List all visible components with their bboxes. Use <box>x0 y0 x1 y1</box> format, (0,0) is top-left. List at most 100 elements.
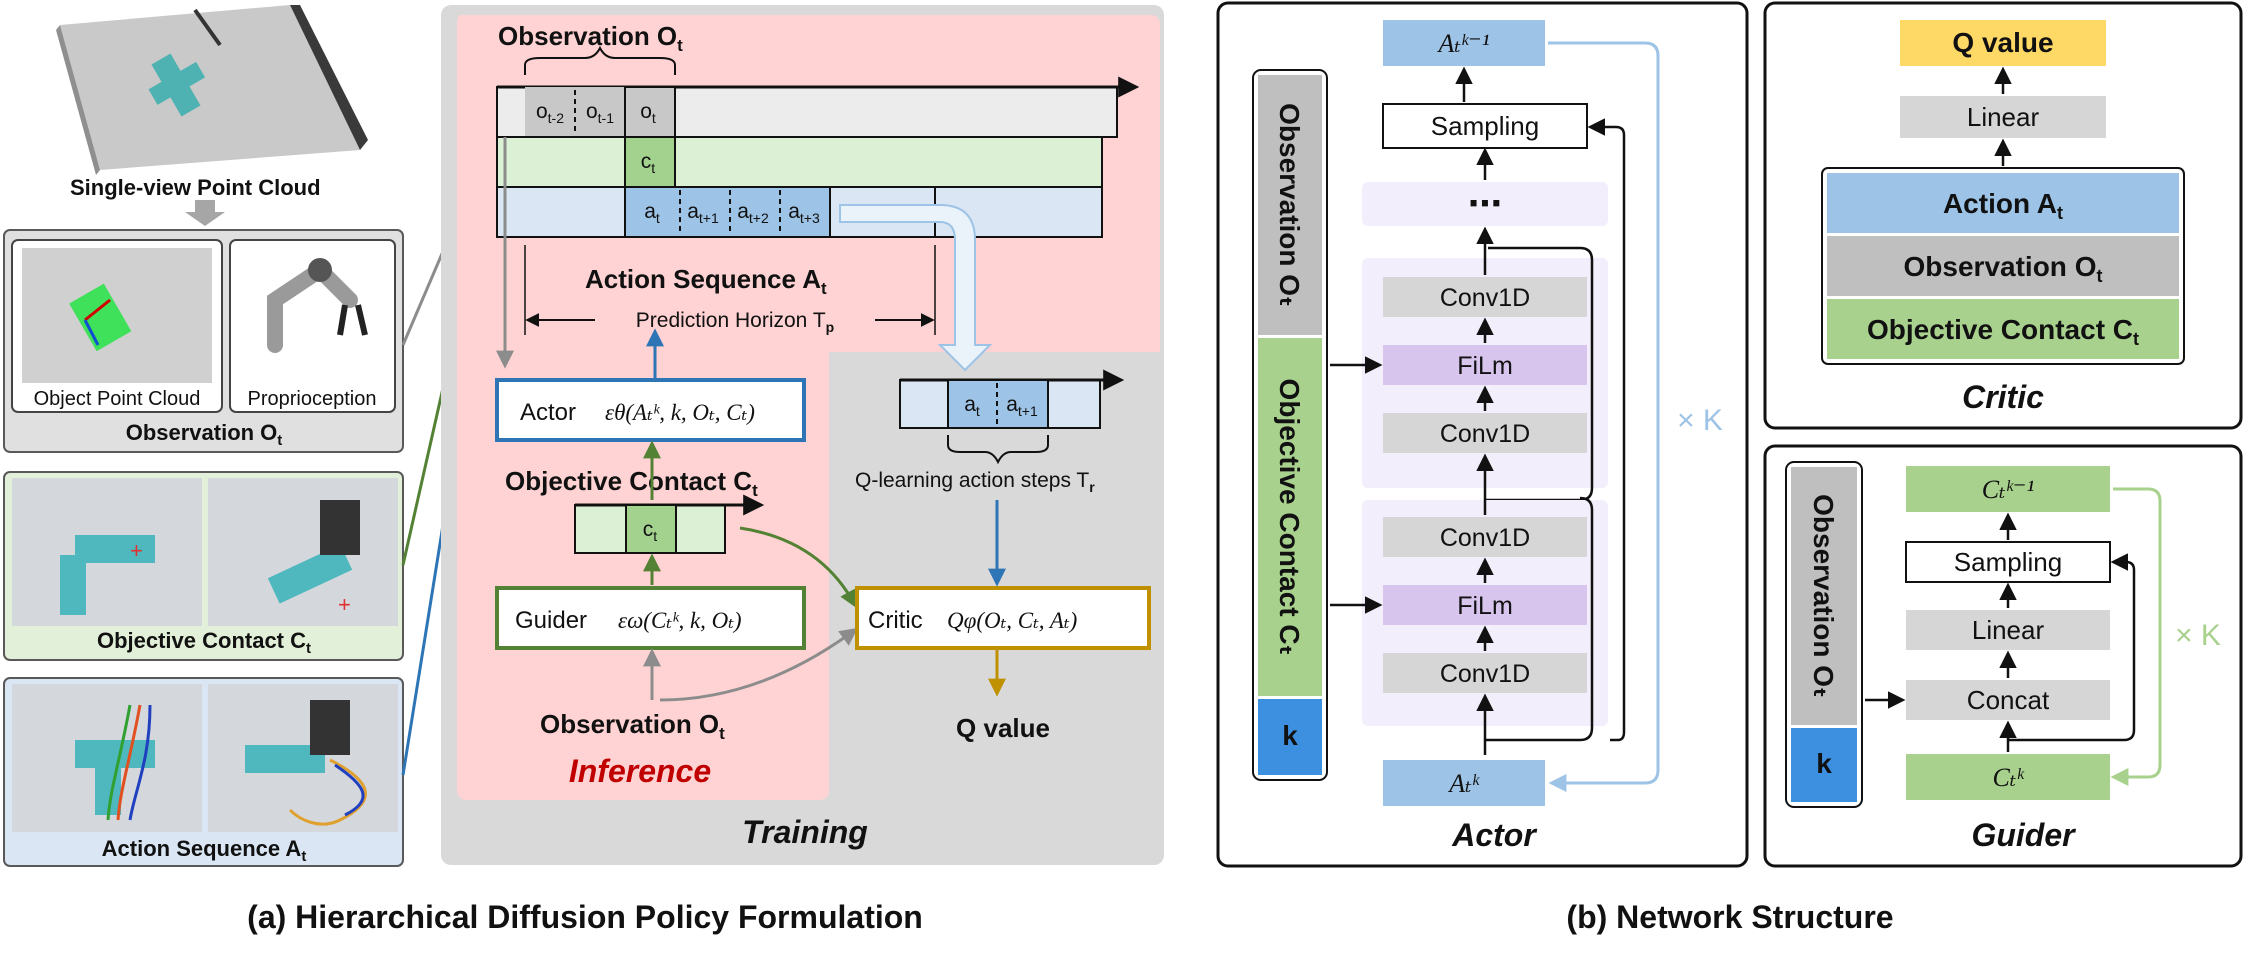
critic-title: Critic <box>1962 379 2044 415</box>
actor-block-label: FiLm <box>1457 352 1513 380</box>
caption-b: (b) Network Structure <box>1566 899 1893 935</box>
guider-output-label: Cₜᵏ⁻¹ <box>1982 475 2035 504</box>
contact-cell <box>624 136 676 188</box>
critic-observation-block <box>1827 236 2179 296</box>
observation-brace <box>524 45 676 75</box>
actor-loop-label: × K <box>1677 404 1723 437</box>
actor-title: Actor <box>1451 817 1537 853</box>
svg-text:+: + <box>130 538 143 563</box>
guider-linear-block <box>1906 610 2110 650</box>
caption-a: (a) Hierarchical Diffusion Policy Formul… <box>247 899 923 935</box>
actor-output-block <box>1383 20 1545 66</box>
observation-caption: Observation Ot <box>126 420 283 449</box>
guider-side-observation: Observation Oₜ <box>1808 494 1839 698</box>
actor-block <box>1383 413 1587 453</box>
critic-contact-label: Objective Contact Ct <box>1867 314 2139 349</box>
actor-block-label: Conv1D <box>1440 284 1530 312</box>
contact-to-critic-arrow <box>739 526 857 609</box>
contact-cell-small-label: ct <box>643 518 658 544</box>
guider-loop-label: × K <box>2175 619 2221 652</box>
actor-box <box>495 378 806 442</box>
actor-label: Actor <box>520 399 576 426</box>
actor-sampling-label: Sampling <box>1431 111 1539 141</box>
guider-observation-bar <box>1791 467 1857 725</box>
critic-contact-block <box>1827 299 2179 359</box>
obs-cell-label: ot-1 <box>586 100 614 126</box>
obs-cell-label: ot <box>640 100 656 126</box>
observation-header: Observation Ot <box>498 21 683 55</box>
actor-observation-bar <box>1258 75 1322 335</box>
actor-block <box>1383 653 1587 693</box>
critic-linear-label: Linear <box>1967 102 2040 132</box>
critic-label: Critic <box>868 607 923 634</box>
object-point-cloud-label: Object Point Cloud <box>34 388 201 410</box>
action-cell-label: at <box>644 200 660 226</box>
point-cloud-caption: Single-view Point Cloud <box>70 175 321 200</box>
actor-film-block <box>1383 585 1587 625</box>
guider-label: Guider <box>515 607 587 634</box>
contact-row <box>496 136 1103 188</box>
critic-observation-label: Observation Ot <box>1904 251 2103 286</box>
critic-formula: Qφ(Oₜ, Cₜ, Aₜ) <box>947 608 1077 633</box>
actor-block-label: Conv1D <box>1440 660 1530 688</box>
guider-loop-arrow <box>2110 487 2162 786</box>
actor-k-bar <box>1258 699 1322 775</box>
svg-text:+: + <box>338 592 351 617</box>
actor-side-contact: Objective Contact Cₜ <box>1274 379 1305 656</box>
guider-side-k: k <box>1816 748 1832 779</box>
actor-block <box>1383 277 1587 317</box>
obs-cell <box>575 87 625 137</box>
robot-arm-image <box>267 258 368 353</box>
observation-to-critic-arrow <box>659 627 858 702</box>
object-point-cloud-image <box>22 248 212 383</box>
critic-output-block <box>1900 20 2106 66</box>
actor-block-label: Conv1D <box>1440 524 1530 552</box>
actor-side-k: k <box>1282 720 1298 751</box>
guider-skip-arrow <box>2008 553 2136 742</box>
contact-cell-label: ct <box>641 150 656 176</box>
point-cloud-image <box>56 5 368 175</box>
actor-block <box>1383 517 1587 557</box>
actor-ellipsis-block <box>1362 182 1608 226</box>
obs-cell <box>525 87 575 137</box>
q-cell-label: at+1 <box>1006 393 1038 419</box>
critic-output-label: Q value <box>1952 27 2053 58</box>
actor-ellipsis: ⋯ <box>1468 185 1502 223</box>
guider-title: Guider <box>1971 817 2076 853</box>
guider-input-block <box>1906 754 2110 800</box>
proprioception-frame <box>229 239 396 413</box>
guider-concat-block <box>1906 680 2110 720</box>
actor-sampling-block <box>1382 103 1588 149</box>
critic-action-label: Action At <box>1943 188 2063 223</box>
actor-output-label: Aₜᵏ⁻¹ <box>1436 29 1489 58</box>
guider-output-block <box>1906 466 2110 512</box>
guider-formula: εω(Cₜᵏ, k, Oₜ) <box>618 608 742 633</box>
critic-box <box>855 586 1151 650</box>
training-label: Training <box>742 814 868 850</box>
proprioception-label: Proprioception <box>248 388 377 410</box>
action-cell-label: at+2 <box>737 200 769 226</box>
contact-cell-small <box>625 504 677 554</box>
guider-sampling-label: Sampling <box>1954 547 2062 577</box>
actor-contact-bar <box>1258 338 1322 696</box>
down-arrow-icon <box>185 200 225 226</box>
actor-input-block <box>1383 760 1545 806</box>
q-learning-transfer-arrow <box>839 204 993 372</box>
action-cell-label: at+1 <box>687 200 719 226</box>
inference-label: Inference <box>569 753 711 789</box>
actor-block-label: Conv1D <box>1440 420 1530 448</box>
action-caption: Action Sequence At <box>102 836 307 865</box>
actor-side-observation: Observation Oₜ <box>1274 103 1305 307</box>
critic-action-block <box>1827 173 2179 233</box>
prediction-horizon-label: Prediction Horizon Tp <box>636 309 834 335</box>
guider-input-label: Cₜᵏ <box>1992 763 2025 792</box>
observation-bottom-label: Observation Ot <box>540 709 725 743</box>
guider-box <box>495 586 806 650</box>
action-sequence-label: Action Sequence At <box>585 264 827 298</box>
q-value-label: Q value <box>956 713 1050 743</box>
actor-loop-arrow <box>1548 41 1660 792</box>
guider-sampling-block <box>1905 541 2111 583</box>
guider-concat-label: Concat <box>1967 685 2050 715</box>
guider-linear-label: Linear <box>1972 615 2045 645</box>
q-cell-label: at <box>964 393 980 419</box>
